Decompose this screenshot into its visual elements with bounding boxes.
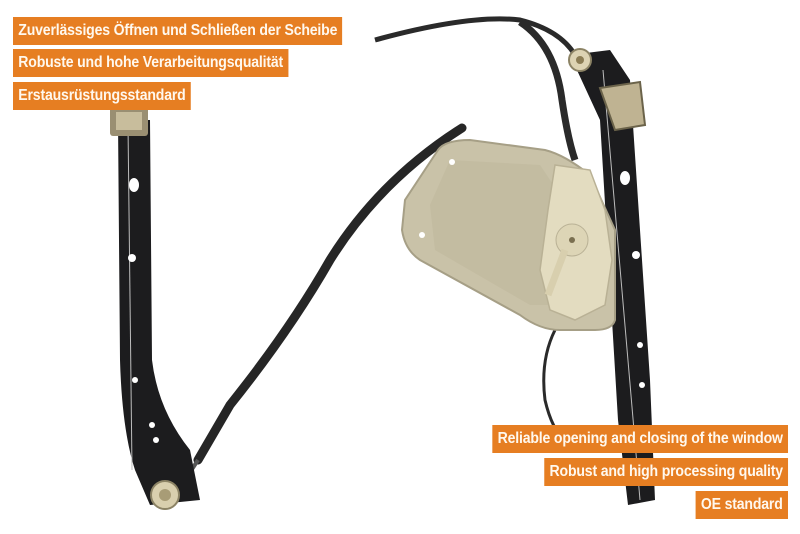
feature-label-de-reliable-operation: Zuverlässiges Öffnen und Schließen der S… xyxy=(13,17,343,45)
feature-label-de-oe-standard: Erstausrüstungsstandard xyxy=(13,82,191,110)
feature-label-de-robust-quality: Robuste und hohe Verarbeitungsqualität xyxy=(13,49,289,77)
feature-label-en-reliable-operation: Reliable opening and closing of the wind… xyxy=(492,425,788,453)
feature-label-en-oe-standard: OE standard xyxy=(695,491,788,519)
feature-label-en-robust-quality: Robust and high processing quality xyxy=(544,458,788,486)
